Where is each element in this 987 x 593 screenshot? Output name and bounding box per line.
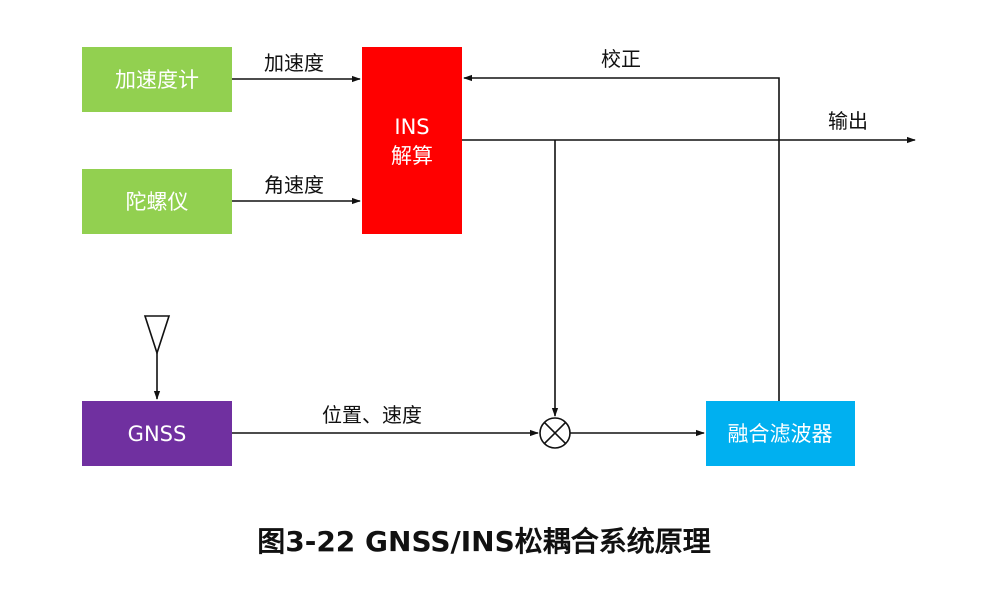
accelerometer-block: 加速度计: [82, 47, 232, 112]
figure-caption: 图3-22 GNSS/INS松耦合系统原理: [257, 525, 711, 558]
accelerometer-label: 加速度计: [115, 68, 199, 92]
gyroscope-box: [82, 169, 232, 234]
filter-block: 融合滤波器: [706, 401, 855, 466]
gyroscope-block: 陀螺仪: [82, 169, 232, 234]
output-edge-label: 输出: [828, 109, 868, 133]
gnss-block: GNSS: [82, 401, 232, 466]
angular-velocity-edge-label: 角速度: [264, 173, 324, 197]
correction-feedback-arrow: [463, 74, 780, 401]
filter-box: [706, 401, 855, 466]
acceleration-edge-label: 加速度: [264, 51, 324, 75]
antenna-icon: [143, 315, 171, 400]
position-velocity-edge-label: 位置、速度: [322, 403, 422, 427]
accelerometer-box: [82, 47, 232, 112]
ins-label-line1: INS: [394, 115, 429, 139]
filter-label: 融合滤波器: [728, 422, 833, 446]
gnss-label: GNSS: [128, 422, 187, 446]
ins-box: [362, 47, 462, 234]
ins-block: INS 解算: [362, 47, 462, 234]
gnss-box: [82, 401, 232, 466]
correction-edge-label: 校正: [601, 47, 641, 71]
gyroscope-label: 陀螺仪: [126, 190, 189, 214]
summing-junction-icon: [539, 417, 571, 449]
ins-label-line2: 解算: [391, 144, 433, 168]
